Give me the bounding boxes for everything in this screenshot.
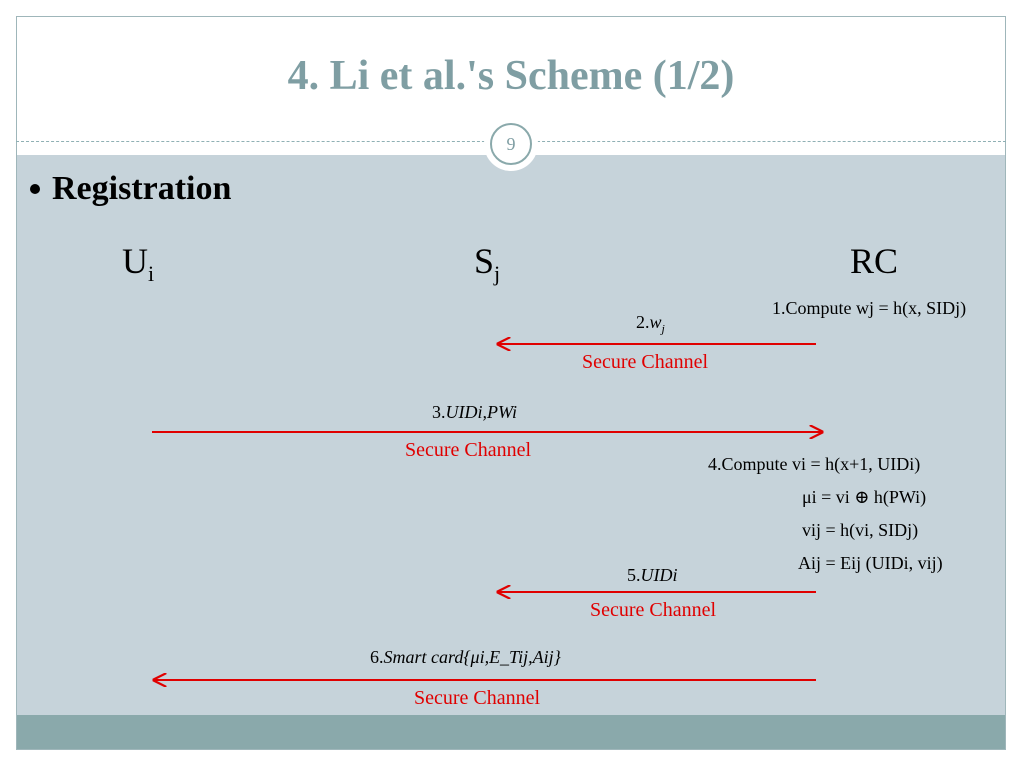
rc-compute-mu: μi = vi ⊕ h(PWi) xyxy=(802,487,927,507)
secure-channel-label-4: Secure Channel xyxy=(414,687,541,709)
message-5-text: UIDi xyxy=(640,565,678,585)
message-3: 3.UIDi,PWi xyxy=(432,402,517,423)
message-6: 6.Smart card{μi,E_Tij,Aij} xyxy=(370,647,561,668)
secure-channel-label-2: Secure Channel xyxy=(405,439,532,461)
message-2: 2.wj xyxy=(636,312,665,337)
party-server-base: S xyxy=(474,241,495,281)
rc-compute-step-1: 1.Compute wj = h(x, SIDj) xyxy=(772,298,967,318)
message-3-text: UIDi,PWi xyxy=(445,402,518,422)
party-rc-base: RC xyxy=(850,241,899,281)
secure-channel-label-3: Secure Channel xyxy=(590,599,717,621)
secure-channel-label-1: Secure Channel xyxy=(582,351,709,373)
rc-compute-aij: Aij = Eij (UIDi, vij) xyxy=(798,553,943,573)
message-6-text: Smart card{μi,E_Tij,Aij} xyxy=(383,647,561,667)
bullet-item: Registration xyxy=(30,170,231,208)
message-2-text: w xyxy=(649,312,662,332)
bottom-bar xyxy=(17,715,1005,749)
bullet-text: Registration xyxy=(52,170,232,207)
message-5: 5.UIDi xyxy=(627,565,678,586)
message-2-sub: j xyxy=(661,321,665,336)
party-user: Ui xyxy=(122,240,154,287)
party-server: Sj xyxy=(474,240,500,287)
message-6-num: 6. xyxy=(370,647,384,667)
slide-number: 9 xyxy=(490,123,532,165)
party-rc: RC xyxy=(850,240,898,282)
party-server-sub: j xyxy=(494,261,501,287)
bullet-icon xyxy=(30,184,40,194)
rc-compute-step-4: 4.Compute vi = h(x+1, UIDi) xyxy=(708,454,921,474)
message-2-num: 2. xyxy=(636,312,650,332)
message-5-num: 5. xyxy=(627,565,641,585)
message-3-num: 3. xyxy=(432,402,446,422)
content-area xyxy=(17,155,1005,715)
party-user-base: U xyxy=(122,241,148,281)
rc-compute-vij: vij = h(vi, SIDj) xyxy=(802,520,919,540)
party-user-sub: i xyxy=(148,261,155,287)
slide-title: 4. Li et al.'s Scheme (1/2) xyxy=(287,53,735,99)
